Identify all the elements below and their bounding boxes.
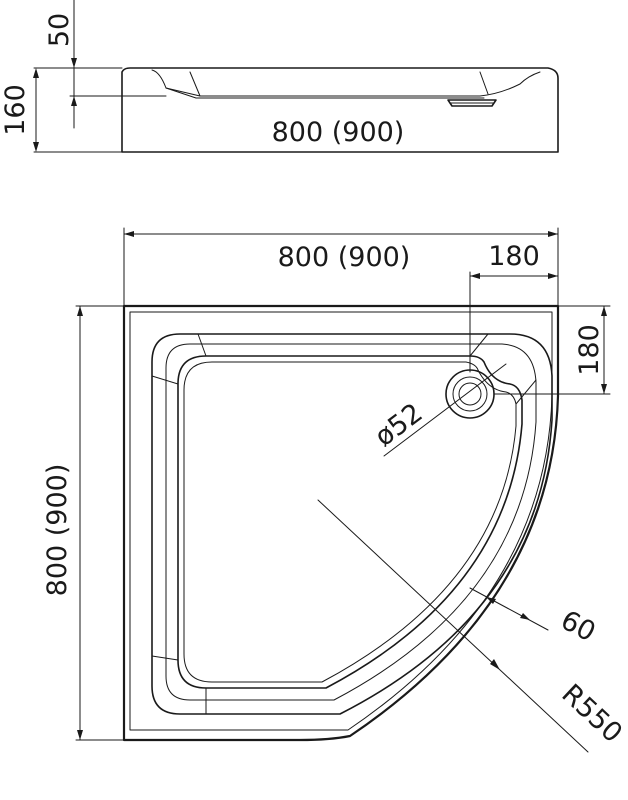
drain-middle-ring [452, 376, 488, 412]
side-view: 160 50 800 (900) [0, 0, 559, 153]
top-view-outer-inner-edge [129, 311, 553, 731]
arrow-rim-in [486, 597, 496, 604]
leader-drain-diameter [383, 363, 507, 457]
arrow-160-bottom [33, 142, 39, 152]
top-view-rim-outer [151, 333, 553, 715]
arrow-rim-out [520, 613, 530, 620]
dim-label-depth: 800 (900) [42, 464, 73, 597]
arrow-width-left [124, 231, 134, 237]
side-view-drain [447, 99, 497, 107]
dim-label-radius: R550 [556, 678, 628, 749]
side-view-rim [151, 69, 541, 97]
side-view-profile [121, 67, 559, 153]
dim-label-drain-diameter: ø52 [369, 398, 428, 453]
dim-label-50: 50 [44, 13, 75, 47]
arrow-50-top [71, 58, 77, 68]
leader-radius [317, 499, 589, 753]
top-view-basin-edge [177, 355, 523, 689]
side-view-inner-step [189, 71, 489, 97]
top-view-rim-inner [165, 343, 537, 701]
arrow-radius [490, 659, 500, 670]
dim-label-rim: 60 [556, 605, 601, 649]
dim-label-drain-x: 180 [488, 241, 540, 272]
dim-line-rim [469, 587, 549, 631]
side-view-basin [165, 87, 485, 99]
arrow-drain-x-left [470, 273, 480, 279]
arrow-drain-x-right [548, 273, 558, 279]
arrow-50-bottom [71, 96, 77, 106]
dim-label-160: 160 [0, 84, 31, 136]
dim-label-width: 800 (900) [278, 242, 411, 273]
top-view-bevel-marks [151, 333, 537, 715]
arrow-drain-y-top [601, 306, 607, 316]
arrow-drain-y-bottom [601, 384, 607, 394]
dim-label-drain-y: 180 [574, 324, 605, 376]
arrow-depth-top [77, 306, 83, 316]
arrow-depth-bottom [77, 730, 83, 740]
dim-label-side-length: 800 (900) [272, 117, 405, 148]
arrow-width-right [548, 231, 558, 237]
top-view-outer-edge [122, 304, 560, 742]
arrow-160-top [33, 68, 39, 78]
drain-inner-ring [458, 382, 482, 406]
top-view: 800 (900) 180 180 ø52 800 (900) R550 60 [42, 227, 628, 753]
